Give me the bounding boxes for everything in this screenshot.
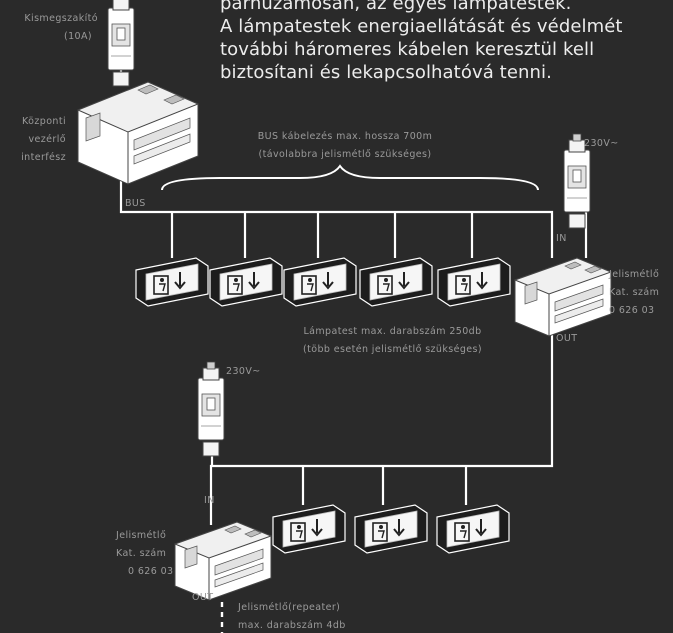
- emergency-lamp-icon: [354, 504, 428, 554]
- left-repeater-label-line-2: Kat. szám: [116, 548, 167, 559]
- left-circuit-breaker: [197, 361, 225, 457]
- controller-label-line-3: interfész: [21, 152, 66, 163]
- right-repeater-label-line-2: Kat. szám: [609, 287, 660, 298]
- right-out-label: OUT: [556, 333, 578, 344]
- emergency-lamp-icon: [135, 257, 209, 307]
- right-power-label: 230V~: [584, 138, 619, 149]
- bus-label: BUS: [125, 198, 146, 209]
- bus-length-label-line-1: BUS kábelezés max. hossza 700m: [257, 131, 433, 142]
- left-out-label: OUT: [192, 592, 214, 603]
- controller-label-line-2: vezérlő: [28, 134, 66, 145]
- left-repeater-label-line-3: 0 626 03: [128, 566, 174, 577]
- breaker-label-line-1: Kismegszakító: [24, 13, 98, 24]
- bus-length-label-line-2: (távolabbra jelismétlő szükséges): [258, 149, 432, 160]
- emergency-lamp-icon: [359, 257, 433, 307]
- bus-length-brace: [161, 164, 539, 191]
- header-line-2: A lámpatestek energiaellátását és védelm…: [220, 16, 623, 37]
- emergency-lamp-icon: [283, 257, 357, 307]
- header-line-1: párhuzamosan, az egyes lámpatestek.: [220, 0, 572, 14]
- central-controller-interface: [76, 81, 200, 185]
- right-repeater-label-line-1: Jelismétlő: [609, 269, 660, 280]
- header-line-3: további háromeres kábelen keresztül kell: [220, 39, 595, 60]
- repeater-count-label-line-1: Jelismétlő(repeater): [238, 602, 341, 613]
- top-circuit-breaker: [107, 0, 135, 87]
- header-line-4: biztosítani és lekapcsolhatóvá tenni.: [220, 62, 552, 83]
- emergency-lamp-icon: [272, 504, 346, 554]
- left-in-label: IN: [204, 495, 215, 506]
- lamp-count-label-line-2: (több esetén jelismétlő szükséges): [303, 344, 482, 355]
- left-power-label: 230V~: [226, 366, 261, 377]
- left-repeater-label-line-1: Jelismétlő: [116, 530, 167, 541]
- emergency-lamp-icon: [209, 257, 283, 307]
- right-in-label: IN: [556, 233, 567, 244]
- lamp-count-label-line-1: Lámpatest max. darabszám 250db: [303, 326, 482, 337]
- left-repeater-module: [174, 521, 272, 601]
- controller-label-line-1: Központi: [22, 116, 66, 127]
- breaker-label-line-2: (10A): [64, 31, 92, 42]
- emergency-lamp-icon: [437, 257, 511, 307]
- emergency-lamp-icon: [436, 504, 510, 554]
- repeater-count-label-line-2: max. darabszám 4db: [238, 620, 346, 631]
- right-repeater-label-line-3: 0 626 03: [609, 305, 655, 316]
